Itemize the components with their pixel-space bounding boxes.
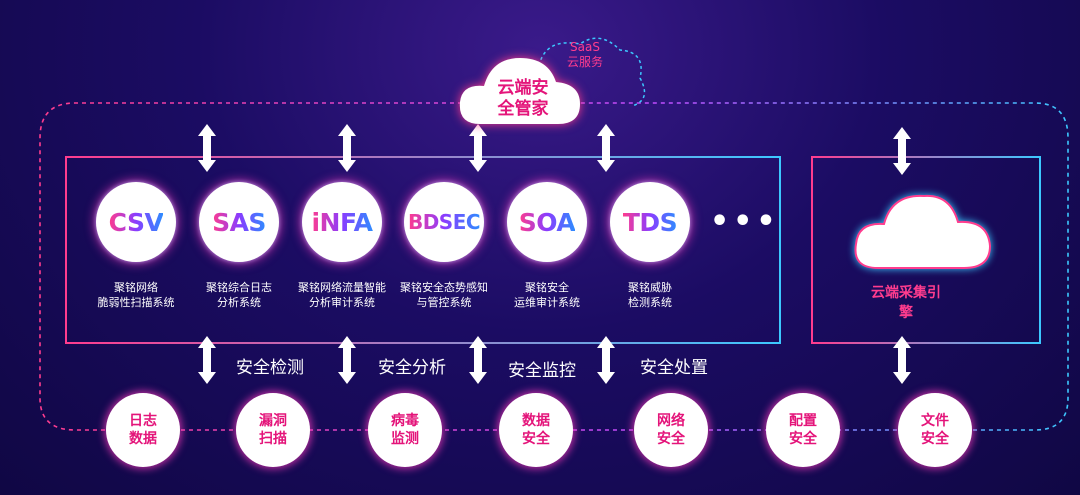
feature-line1: 日志 (129, 413, 157, 429)
saas-label: SaaS 云服务 (560, 40, 610, 70)
module-name: CSV (108, 207, 164, 237)
feature-network-security[interactable]: 网络安全 (634, 393, 708, 467)
stage-analysis: 安全分析 (378, 358, 446, 378)
feature-line1: 病毒 (391, 413, 419, 429)
arrow-infa-top (338, 124, 356, 172)
systems-box (65, 156, 781, 344)
desc-line2: 与管控系统 (416, 296, 472, 309)
feature-line2: 安全 (921, 431, 949, 447)
feature-file-security[interactable]: 文件安全 (898, 393, 972, 467)
feature-label: 配置安全 (783, 412, 823, 448)
desc-line1: 聚铭安全 (525, 281, 569, 294)
feature-label: 日志数据 (123, 412, 163, 448)
arrow-bdsec-top (469, 124, 487, 172)
feature-config-security[interactable]: 配置安全 (766, 393, 840, 467)
feature-virus-monitor[interactable]: 病毒监测 (368, 393, 442, 467)
saas-dashed-cloud (517, 37, 646, 107)
feature-label: 病毒监测 (385, 412, 425, 448)
saas-line1: SaaS (570, 40, 600, 54)
feature-label: 漏洞扫描 (253, 412, 293, 448)
arrow-engine-top (893, 127, 911, 175)
cloud-manager-icon (459, 58, 580, 124)
more-modules-ellipsis: ••• (710, 204, 780, 239)
desc-line2: 分析审计系统 (309, 296, 375, 309)
module-desc-bdsec: 聚铭安全态势感知与管控系统 (389, 280, 499, 310)
feature-line2: 监测 (391, 431, 419, 447)
desc-line1: 聚铭网络 (114, 281, 158, 294)
stage-response: 安全处置 (640, 358, 708, 378)
arrow-csv-top (198, 124, 216, 172)
feature-line2: 扫描 (259, 431, 287, 447)
module-bdsec[interactable]: BDSEC (404, 182, 484, 262)
stage-monitoring: 安全监控 (508, 361, 576, 381)
cloud-manager-line2: 全管家 (497, 99, 549, 119)
desc-line1: 聚铭安全态势感知 (400, 281, 488, 294)
engine-box (811, 156, 1041, 344)
cloud-manager-line1: 云端安 (497, 78, 549, 98)
feature-data-security[interactable]: 数据安全 (499, 393, 573, 467)
module-infa[interactable]: iNFA (302, 182, 382, 262)
module-desc-sas: 聚铭综合日志分析系统 (184, 280, 294, 310)
feature-label: 文件安全 (915, 412, 955, 448)
cloud-manager-label: 云端安 全管家 (478, 78, 568, 120)
module-name: TDS (622, 207, 678, 237)
stage-detection: 安全检测 (236, 358, 304, 378)
feature-line2: 数据 (129, 431, 157, 447)
feature-label: 网络安全 (651, 412, 691, 448)
desc-line2: 脆弱性扫描系统 (97, 296, 175, 309)
feature-line2: 安全 (657, 431, 685, 447)
desc-line1: 聚铭威胁 (628, 281, 672, 294)
module-soa[interactable]: SOA (507, 182, 587, 262)
desc-line2: 分析系统 (217, 296, 261, 309)
feature-vuln-scan[interactable]: 漏洞扫描 (236, 393, 310, 467)
desc-line2: 检测系统 (628, 296, 672, 309)
feature-line2: 安全 (789, 431, 817, 447)
engine-label: 云端采集引擎 (871, 285, 941, 321)
feature-line2: 安全 (522, 431, 550, 447)
engine-cloud-icon (854, 194, 992, 269)
arrow-soa-top (597, 124, 615, 172)
feature-line1: 漏洞 (259, 413, 287, 429)
feature-line1: 网络 (657, 413, 685, 429)
feature-line1: 配置 (789, 413, 817, 429)
desc-line2: 运维审计系统 (514, 296, 580, 309)
module-desc-soa: 聚铭安全运维审计系统 (492, 280, 602, 310)
desc-line1: 聚铭网络流量智能 (298, 281, 386, 294)
feature-line1: 文件 (921, 413, 949, 429)
module-tds[interactable]: TDS (610, 182, 690, 262)
module-sas[interactable]: SAS (199, 182, 279, 262)
feature-label: 数据安全 (516, 412, 556, 448)
module-desc-infa: 聚铭网络流量智能分析审计系统 (287, 280, 397, 310)
module-csv[interactable]: CSV (96, 182, 176, 262)
module-desc-tds: 聚铭威胁检测系统 (595, 280, 705, 310)
module-name: iNFA (311, 207, 373, 237)
feature-line1: 数据 (522, 413, 550, 429)
module-name: SOA (518, 207, 576, 237)
feature-log-data[interactable]: 日志数据 (106, 393, 180, 467)
desc-line1: 聚铭综合日志 (206, 281, 272, 294)
saas-line2: 云服务 (566, 55, 603, 69)
module-name: SAS (212, 207, 266, 237)
module-desc-csv: 聚铭网络脆弱性扫描系统 (81, 280, 191, 310)
module-name: BDSEC (407, 210, 481, 234)
outer-dashed-frame (39, 102, 1069, 431)
